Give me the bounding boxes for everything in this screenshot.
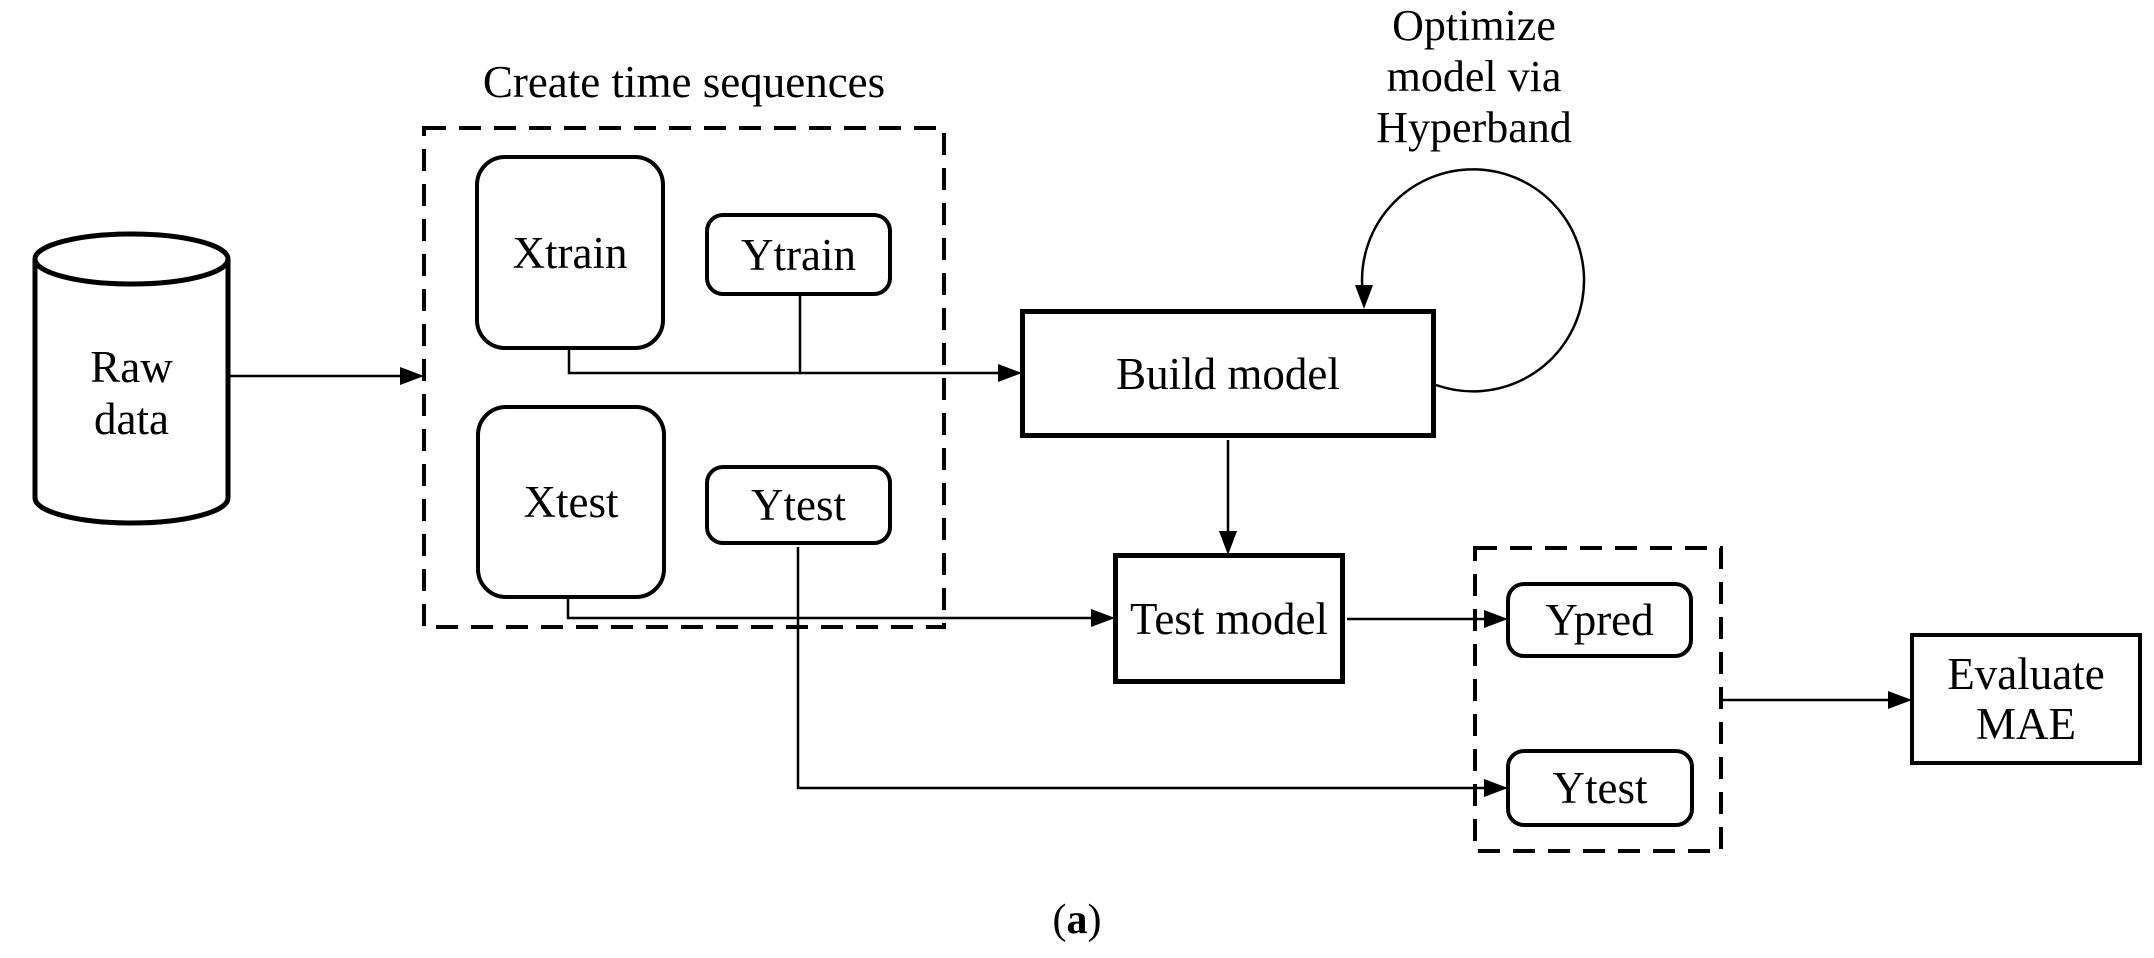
node-evaluate-mae: Evaluate MAE [1910,633,2142,765]
arrowhead-into-ypred [1484,610,1508,628]
hyperband-loop-arc [1360,168,1586,393]
raw-data-label: Raw data [35,341,228,445]
hyperband-loop-arrowhead [1355,285,1373,309]
node-ypred: Ypred [1506,582,1693,658]
node-ytrain: Ytrain [705,213,892,296]
raw-data-line2: data [94,394,169,444]
arrowhead-rawdata-to-sequences [400,367,424,385]
connector-ytest-to-output [796,547,1486,790]
connector-xtrain-to-build [567,350,1000,375]
node-ytest-output: Ytest [1506,749,1694,827]
node-build-model: Build model [1020,309,1436,438]
raw-data-line1: Raw [90,342,173,392]
node-test-model: Test model [1113,553,1345,684]
arrowhead-into-build-model [998,364,1022,382]
arrowhead-into-test-model [1219,531,1237,555]
hyperband-line3: Hyperband [1376,103,1572,152]
create-sequences-dashed-box [422,126,946,629]
create-sequences-title: Create time sequences [482,57,886,107]
figure-caption: (a) [977,894,1177,946]
node-xtest: Xtest [476,405,666,599]
output-dashed-box [1473,546,1723,853]
arrowhead-into-ytest-output [1484,779,1508,797]
caption-close-paren: ) [1087,897,1102,943]
evaluate-line2: MAE [1975,699,2076,749]
database-cylinder-top [32,231,231,287]
arrowhead-into-evaluate [1888,691,1912,709]
database-cylinder-body [32,259,231,526]
caption-letter: a [1066,897,1088,943]
caption-open-paren: ( [1052,897,1067,943]
node-xtrain: Xtrain [475,155,665,350]
hyperband-line2: model via [1386,52,1562,101]
node-ytest-sequences: Ytest [705,465,892,545]
evaluate-line1: Evaluate [1947,649,2105,699]
hyperband-annotation: Optimize model via Hyperband [1324,0,1624,153]
arrowhead-xtest-into-test [1091,609,1115,627]
hyperband-line1: Optimize [1392,1,1556,50]
connector-xtest-to-test [566,599,1093,620]
